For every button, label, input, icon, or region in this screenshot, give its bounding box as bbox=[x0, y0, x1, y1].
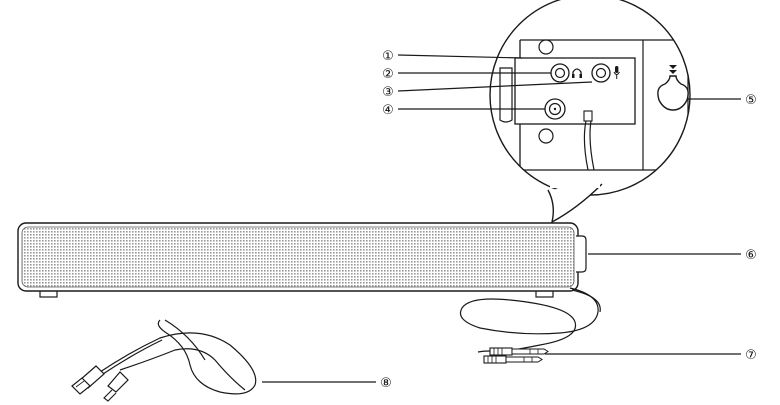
magnifier-bubble bbox=[489, 0, 691, 224]
headphone-jack[interactable] bbox=[550, 63, 570, 83]
screw-hole-bottom bbox=[538, 128, 554, 144]
callout-labels: ① ② ③ ④ ⑤ ⑥ ⑦ ⑧ bbox=[380, 49, 757, 391]
microphone-jack[interactable] bbox=[591, 63, 611, 83]
callout-4: ④ bbox=[382, 103, 394, 118]
callout-1: ① bbox=[382, 49, 394, 64]
leader-lines bbox=[262, 54, 741, 383]
dc-plug bbox=[103, 371, 129, 402]
callout-3: ③ bbox=[382, 85, 394, 100]
side-volume-dial[interactable] bbox=[576, 235, 587, 273]
speaker-grille bbox=[21, 226, 575, 288]
speaker-bar bbox=[17, 222, 587, 298]
audio-cable bbox=[459, 287, 601, 353]
rear-cable bbox=[583, 110, 595, 171]
headphone-icon bbox=[572, 68, 582, 78]
callout-6: ⑥ bbox=[745, 248, 757, 263]
callout-7: ⑦ bbox=[745, 348, 757, 363]
audio-jack-plugs bbox=[483, 347, 549, 364]
volume-knob[interactable] bbox=[657, 75, 689, 111]
usb-power-cable bbox=[99, 319, 257, 395]
callout-5: ⑤ bbox=[745, 93, 757, 108]
volume-arrows-icon bbox=[669, 65, 677, 74]
callout-2: ② bbox=[382, 67, 394, 82]
callout-8: ⑧ bbox=[380, 376, 392, 391]
microphone-icon bbox=[613, 66, 620, 79]
power-port[interactable] bbox=[544, 98, 566, 120]
usb-connector bbox=[71, 365, 105, 395]
screw-hole-top bbox=[538, 39, 554, 55]
